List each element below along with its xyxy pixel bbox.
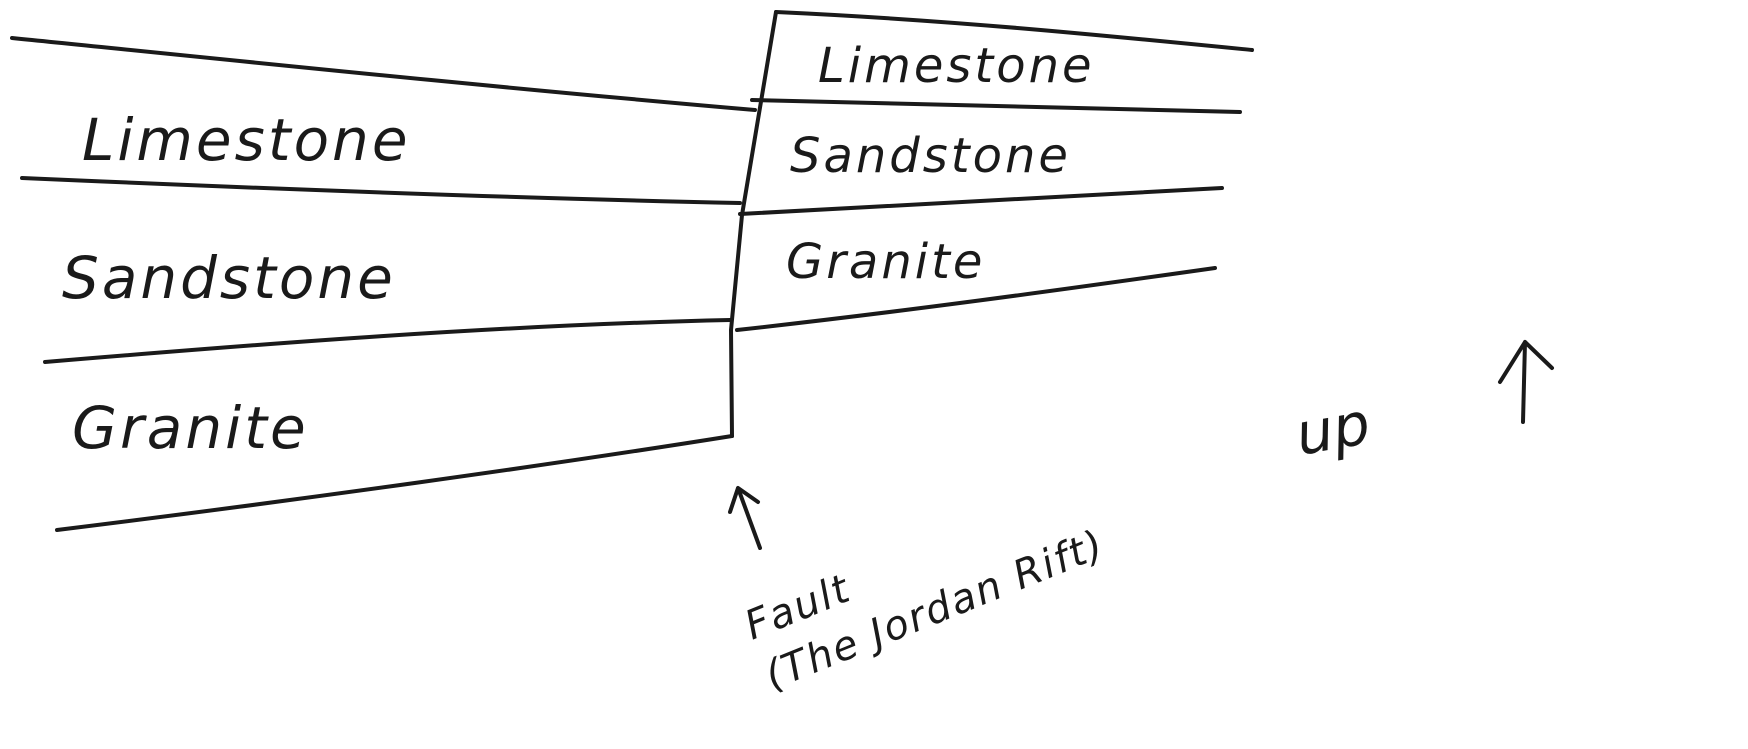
left-limestone-sandstone-boundary <box>20 176 742 205</box>
left-top-boundary <box>10 36 757 112</box>
left-granite-label: Granite <box>72 394 309 462</box>
right-limestone-sandstone-boundary <box>750 98 1242 114</box>
left-sandstone-granite-boundary <box>43 318 732 364</box>
fault-line <box>729 10 778 438</box>
right-granite-bottom-boundary <box>735 266 1217 332</box>
right-granite-label: Granite <box>786 234 985 290</box>
fault-label-group: Fault (The Jordan Rift) <box>739 521 1112 699</box>
left-granite-bottom-boundary <box>55 434 734 532</box>
right-top-boundary <box>774 10 1254 52</box>
up-arrow-icon <box>1498 340 1554 424</box>
left-sandstone-label: Sandstone <box>62 244 396 312</box>
up-label: up <box>1291 389 1375 469</box>
right-sandstone-granite-boundary <box>738 186 1224 216</box>
right-sandstone-label: Sandstone <box>790 128 1071 184</box>
left-limestone-label: Limestone <box>82 106 411 174</box>
right-limestone-label: Limestone <box>818 38 1095 94</box>
fault-pointer-arrow <box>728 486 762 550</box>
